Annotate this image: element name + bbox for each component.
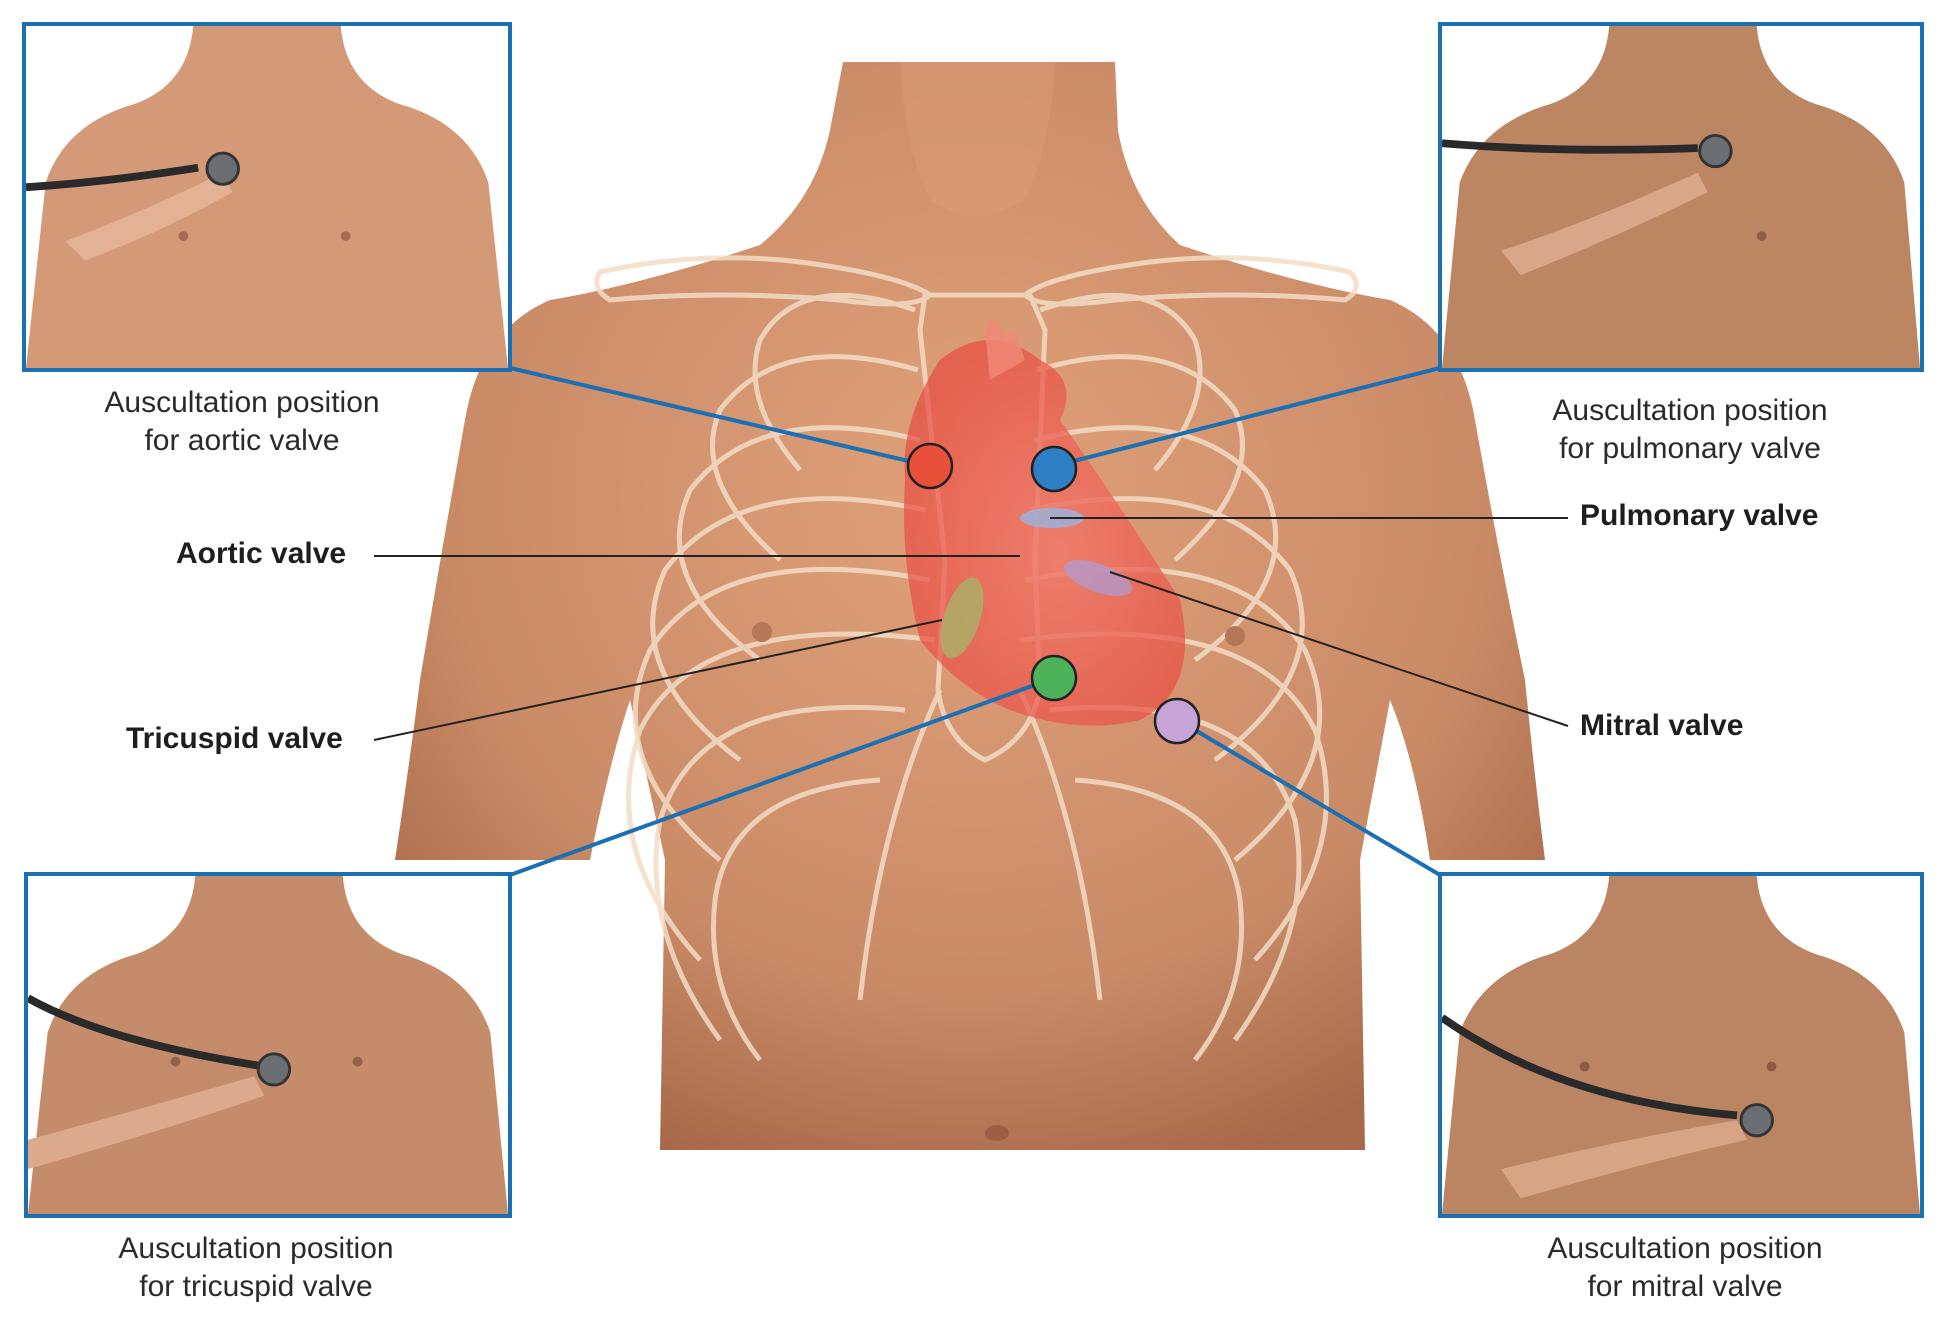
aortic-valve-label: Aortic valve bbox=[176, 537, 347, 570]
aortic-auscultation-photo bbox=[22, 22, 512, 372]
tricuspid-valve-label: Tricuspid valve bbox=[126, 722, 343, 755]
tricuspid-valve-marker bbox=[940, 577, 984, 659]
mitral-caption: Auscultation position for mitral valve bbox=[1547, 1232, 1823, 1303]
mitral-auscultation-photo bbox=[1438, 872, 1924, 1218]
stethoscope-icon bbox=[205, 151, 240, 186]
aortic-caption: Auscultation position for aortic valve bbox=[104, 386, 380, 457]
tricuspid-auscultation-photo bbox=[24, 872, 512, 1218]
stethoscope-icon bbox=[256, 1052, 292, 1087]
pulmonary-caption: Auscultation position for pulmonary valv… bbox=[1552, 394, 1828, 465]
pulmonary-auscultation-point[interactable] bbox=[1030, 445, 1078, 493]
tricuspid-auscultation-point[interactable] bbox=[1030, 654, 1078, 702]
stethoscope-icon bbox=[1698, 133, 1733, 169]
mitral-valve-label: Mitral valve bbox=[1580, 709, 1744, 742]
aortic-auscultation-point[interactable] bbox=[906, 442, 954, 490]
tricuspid-caption: Auscultation position for tricuspid valv… bbox=[118, 1232, 394, 1303]
mitral-auscultation-point[interactable] bbox=[1153, 697, 1201, 745]
ribcage-outline bbox=[594, 255, 1359, 1062]
mitral-valve-marker bbox=[1063, 559, 1133, 597]
pulmonary-valve-label: Pulmonary valve bbox=[1580, 499, 1819, 532]
pulmonary-auscultation-photo bbox=[1438, 22, 1924, 372]
stethoscope-icon bbox=[1739, 1103, 1774, 1138]
